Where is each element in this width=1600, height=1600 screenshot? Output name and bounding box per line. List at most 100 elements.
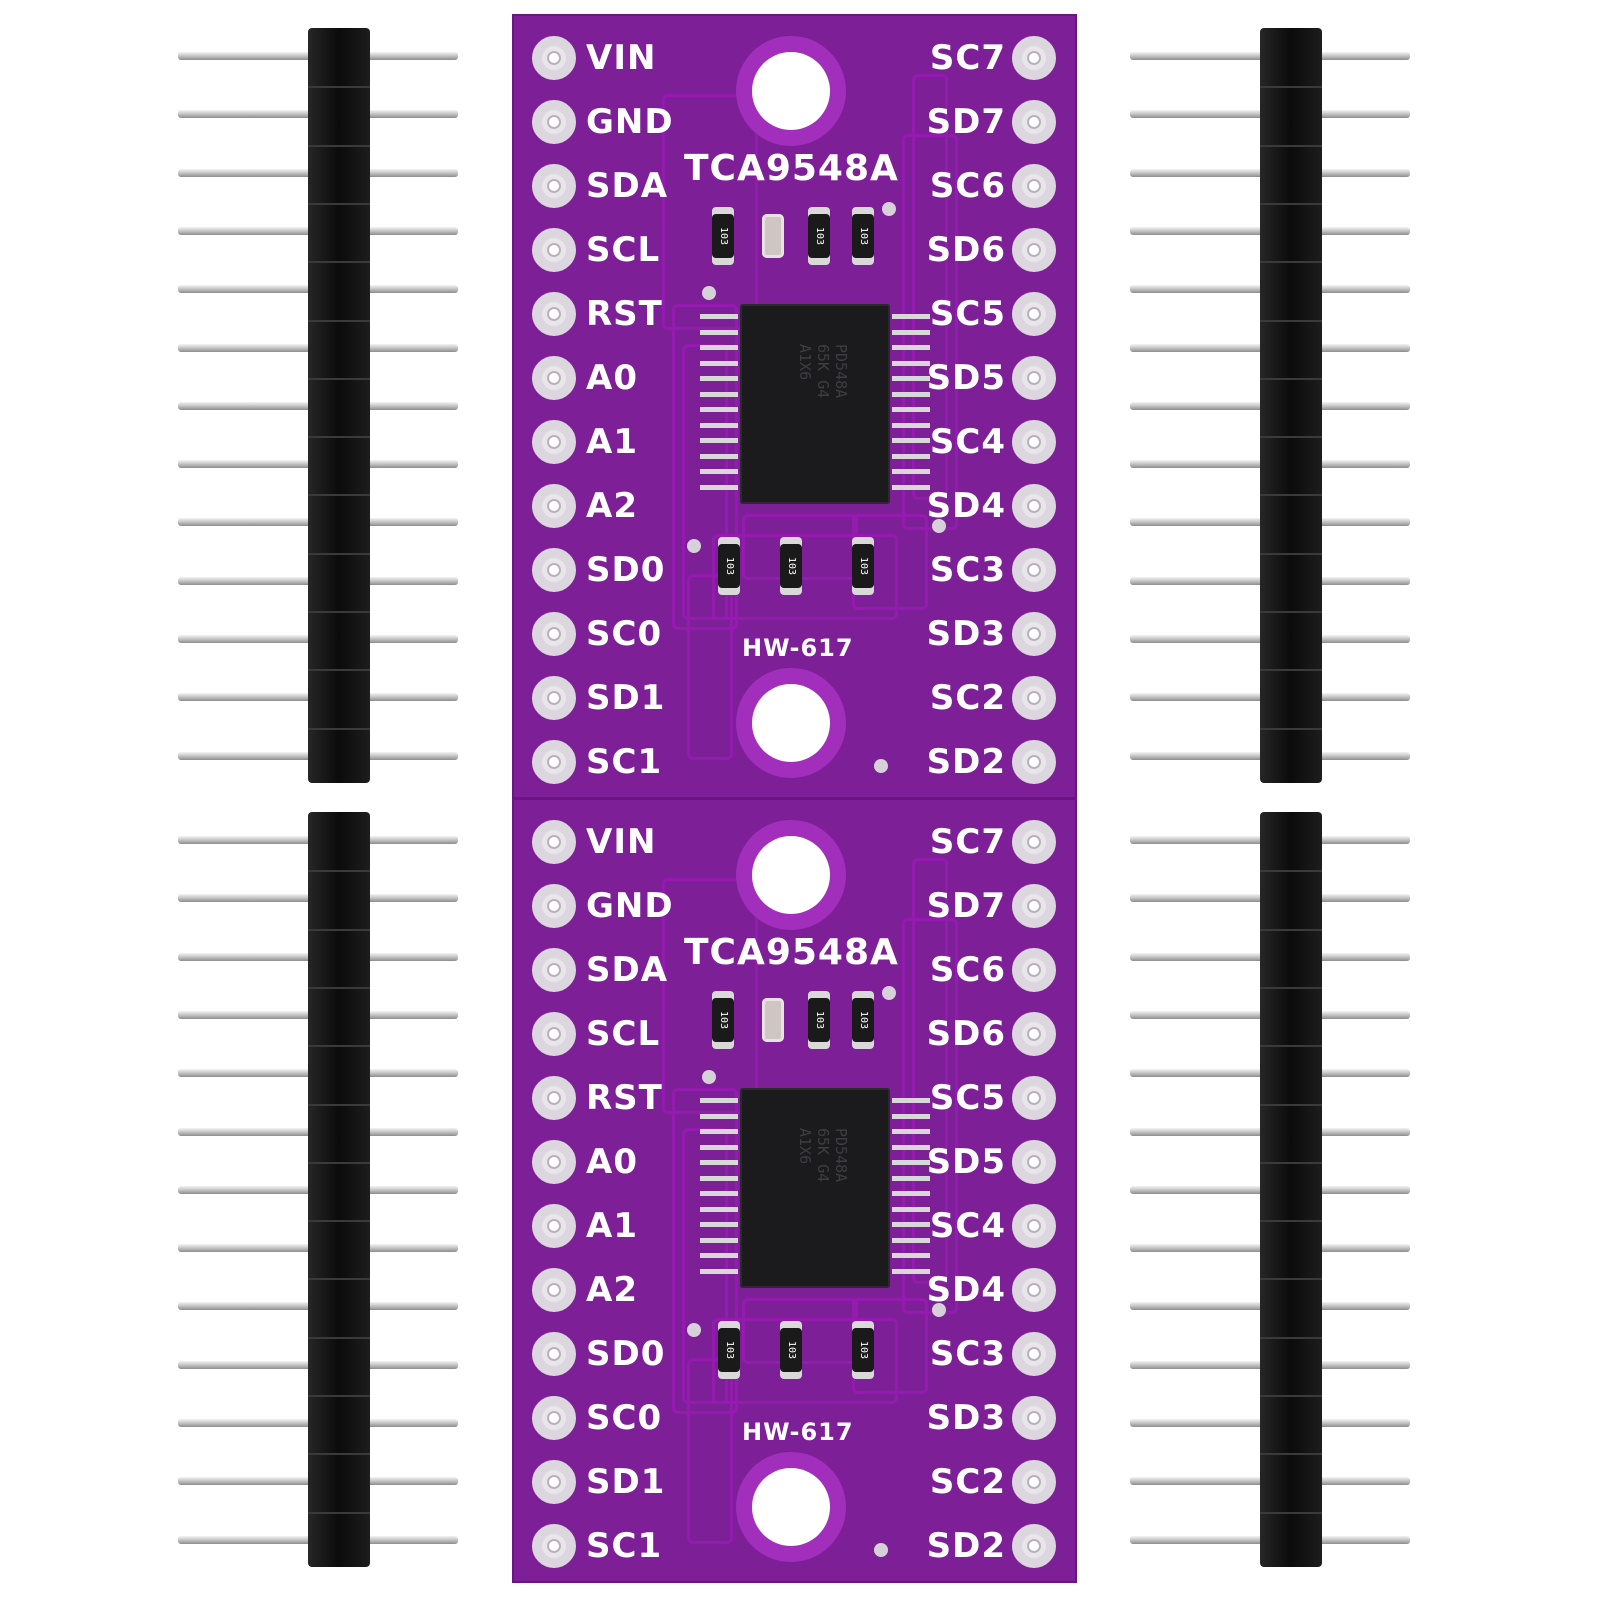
pin-pad xyxy=(1012,1076,1056,1120)
smd-resistor: 103 xyxy=(852,544,874,588)
pin-pad xyxy=(532,820,576,864)
pin-pad xyxy=(1012,740,1056,784)
header-plastic-body xyxy=(1260,812,1322,1567)
pin-label-right: SC6 xyxy=(929,950,1006,990)
header-segment-divider xyxy=(1260,261,1322,264)
header-segment-divider xyxy=(1260,1395,1322,1397)
chip-leg xyxy=(700,1098,738,1103)
pin-pad xyxy=(1012,676,1056,720)
chip-leg xyxy=(700,391,738,397)
pin-label-right: SC5 xyxy=(929,294,1006,334)
header-segment-divider xyxy=(308,611,370,613)
header-segment-divider xyxy=(308,144,370,147)
header-segment-divider xyxy=(1260,319,1322,322)
chip-leg xyxy=(892,1253,930,1258)
resistor-code: 103 xyxy=(858,1340,869,1360)
chip-leg xyxy=(892,391,930,397)
chip-leg xyxy=(700,453,738,459)
pcb-trace xyxy=(672,1088,738,1414)
pin-pad xyxy=(532,1012,576,1056)
pin-label-right: SD6 xyxy=(926,230,1006,270)
pin-pad xyxy=(532,484,576,528)
chip-leg xyxy=(892,314,930,319)
header-segment-divider xyxy=(1260,870,1322,873)
chip-leg xyxy=(700,1160,738,1165)
chip-leg xyxy=(700,1206,738,1212)
smd-resistor: 103 xyxy=(780,544,802,588)
chip-leg xyxy=(892,407,930,412)
chip-leg xyxy=(892,1113,930,1119)
smd-resistor: 103 xyxy=(852,998,874,1042)
header-segment-divider xyxy=(308,86,370,89)
header-segment-divider xyxy=(1260,669,1322,672)
pcb-trace xyxy=(672,304,738,630)
pin-label-left: SC0 xyxy=(586,614,663,654)
pcb-via xyxy=(687,539,701,553)
pin-pad xyxy=(1012,1204,1056,1248)
pin-pad xyxy=(532,36,576,80)
chip-leg xyxy=(892,453,930,459)
chip-leg xyxy=(892,1129,930,1134)
pin-header-strip xyxy=(178,812,458,1567)
header-segment-divider xyxy=(308,202,370,205)
mounting-hole-top xyxy=(752,836,830,914)
pin-label-left: SD1 xyxy=(586,1462,666,1502)
pin-label-left: SCL xyxy=(586,1014,661,1054)
chip-leg xyxy=(892,422,930,428)
pin-label-right: SD2 xyxy=(926,742,1006,782)
pin-label-left: SC0 xyxy=(586,1398,663,1438)
chip-leg xyxy=(892,1175,930,1181)
header-segment-divider xyxy=(1260,1161,1322,1164)
header-segment-divider xyxy=(308,1161,370,1164)
resistor-code: 103 xyxy=(814,1010,825,1030)
pin-pad xyxy=(1012,612,1056,656)
pin-label-left: SCL xyxy=(586,230,661,270)
header-segment-divider xyxy=(1260,1103,1322,1106)
pin-label-right: SC5 xyxy=(929,1078,1006,1118)
chip-leg xyxy=(892,469,930,474)
pin-pad xyxy=(532,1460,576,1504)
pin-header-strip xyxy=(178,28,458,783)
chip-leg xyxy=(700,484,738,490)
pin-pad xyxy=(1012,948,1056,992)
header-segment-divider xyxy=(1260,1453,1322,1456)
pin-pad xyxy=(532,884,576,928)
mounting-hole-bottom xyxy=(752,1468,830,1546)
pin-pad xyxy=(532,356,576,400)
pin-header-strip xyxy=(1130,28,1410,783)
pin-pad xyxy=(1012,1012,1056,1056)
chip-leg xyxy=(892,329,930,335)
header-segment-divider xyxy=(308,552,370,555)
resistor-code: 103 xyxy=(786,556,797,576)
pin-label-left: A2 xyxy=(586,486,638,526)
chip-leg xyxy=(892,438,930,443)
header-segment-divider xyxy=(1260,1220,1322,1223)
pin-label-right: SC2 xyxy=(929,1462,1006,1502)
header-segment-divider xyxy=(1260,144,1322,147)
pin-label-right: SC4 xyxy=(929,422,1006,462)
chip-leg xyxy=(700,314,738,319)
pin-label-left: GND xyxy=(586,886,674,926)
pin-pad xyxy=(1012,228,1056,272)
pin-label-left: SC1 xyxy=(586,1526,663,1566)
pin-pad xyxy=(532,948,576,992)
chip-leg xyxy=(700,360,738,366)
pin-label-right: SC3 xyxy=(929,1334,1006,1374)
header-segment-divider xyxy=(1260,986,1322,989)
pcb-via xyxy=(932,1303,946,1317)
pin-pad xyxy=(1012,292,1056,336)
pin-pad xyxy=(1012,820,1056,864)
pcb-trace xyxy=(687,1358,733,1544)
pin-label-left: VIN xyxy=(586,822,657,862)
pin-label-right: SD5 xyxy=(926,1142,1006,1182)
pin-label-left: A2 xyxy=(586,1270,638,1310)
pin-pad xyxy=(1012,1460,1056,1504)
resistor-code: 103 xyxy=(718,226,729,246)
chip-leg xyxy=(892,1206,930,1212)
chip-leg xyxy=(700,1144,738,1150)
pin-label-right: SD7 xyxy=(926,886,1006,926)
chip-name-label: TCA9548A xyxy=(684,932,899,973)
pin-header-strip xyxy=(1130,812,1410,1567)
header-segment-divider xyxy=(308,1220,370,1223)
